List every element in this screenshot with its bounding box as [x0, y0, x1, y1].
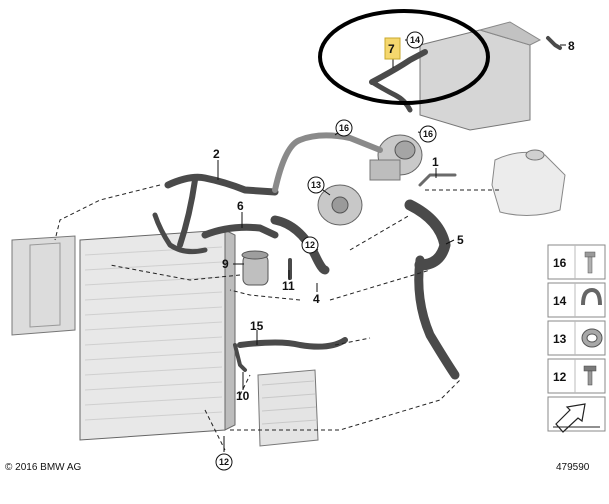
label-12-b: 12 — [219, 457, 229, 467]
hose-7 — [369, 49, 428, 85]
bracket-8 — [546, 36, 562, 50]
part-labels: 2 1 5 6 8 9 4 11 15 10 — [213, 39, 575, 403]
drawing-number: 479590 — [556, 462, 590, 473]
hose-15 — [237, 337, 348, 350]
copyright-text: © 2016 BMW AG — [5, 462, 82, 473]
electric-coolant-pump — [241, 250, 269, 286]
highlight-label-7: 7 — [384, 37, 401, 60]
hose-5 — [404, 199, 451, 271]
condenser — [11, 235, 76, 336]
label-10: 10 — [236, 389, 250, 403]
label-6: 6 — [237, 199, 244, 213]
label-1: 1 — [432, 155, 439, 169]
radiator — [79, 229, 236, 441]
label-16-a: 16 — [339, 123, 349, 133]
label-4: 4 — [313, 292, 320, 306]
hose-6 — [201, 223, 279, 239]
sidebar-number-16: 16 — [553, 256, 567, 270]
circled-labels: 14 16 16 13 12 12 — [215, 31, 437, 471]
hose-2 — [164, 173, 279, 196]
sidebar-number-14: 14 — [553, 294, 567, 308]
bolt-icon — [584, 251, 596, 274]
label-15: 15 — [250, 319, 264, 333]
arrow-icon — [553, 403, 600, 433]
parts-sidebar: 16 14 13 12 — [547, 244, 606, 433]
thermostat-housing — [369, 134, 423, 181]
sensor-10 — [233, 343, 247, 372]
sidebar-number-13: 13 — [553, 332, 567, 346]
hose-1 — [418, 173, 457, 187]
label-13: 13 — [311, 180, 321, 190]
label-7: 7 — [388, 42, 395, 56]
auxiliary-radiator — [257, 369, 319, 447]
label-12-a: 12 — [305, 240, 315, 250]
label-16-b: 16 — [423, 129, 433, 139]
label-14: 14 — [410, 35, 420, 45]
label-8: 8 — [568, 39, 575, 53]
label-5: 5 — [457, 233, 464, 247]
dashed-leaders — [54, 184, 500, 451]
water-pump — [317, 184, 363, 226]
label-11: 11 — [282, 279, 295, 293]
callout-ellipse — [318, 9, 490, 105]
label-2: 2 — [213, 147, 220, 161]
hose-16-upper — [272, 132, 383, 193]
sidebar-number-12: 12 — [553, 370, 567, 384]
label-9: 9 — [222, 257, 229, 271]
screw-icon — [583, 365, 597, 386]
spring-clamp-icon — [581, 328, 603, 348]
expansion-tank — [491, 149, 566, 216]
hose-clamp-icon — [581, 287, 602, 306]
